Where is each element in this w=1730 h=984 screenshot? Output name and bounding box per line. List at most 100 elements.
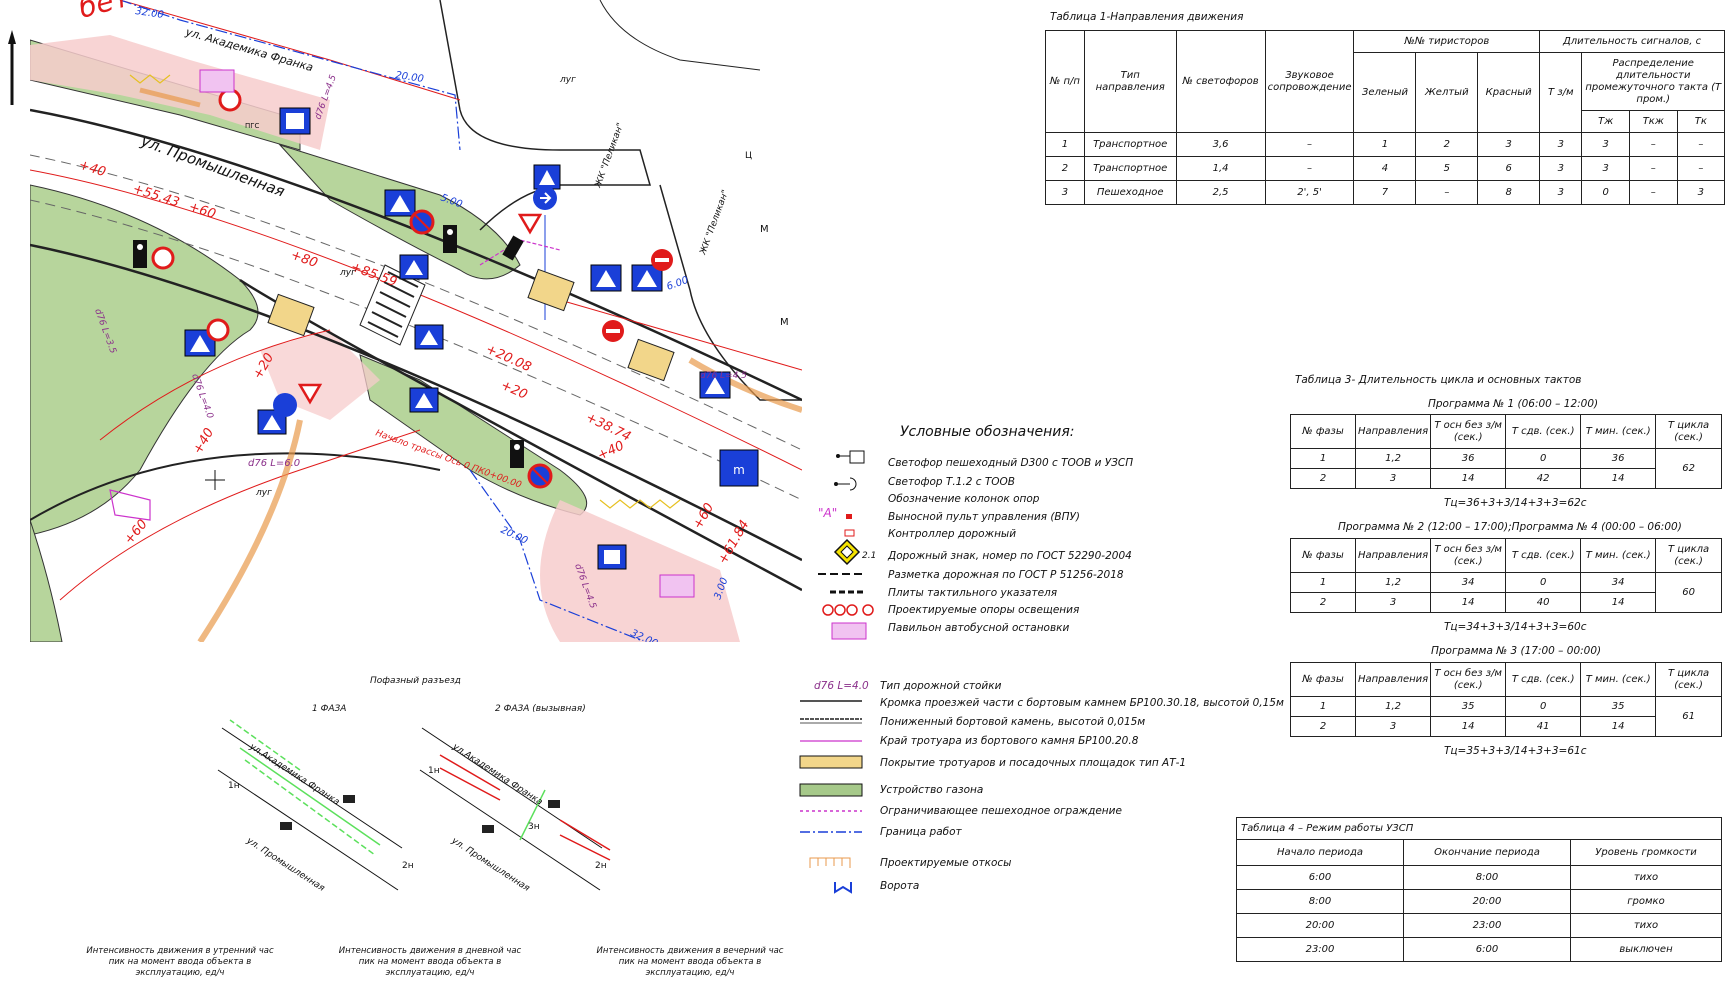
traffic-light-icon [443,225,457,253]
road-sign-icon [597,544,627,570]
legend-item: Проектируемые откосы [880,857,1012,869]
legend-item: Покрытие тротуаров и посадочных площадок… [880,757,1187,769]
round-sign-icon [206,318,230,342]
svg-text:d76 L=4.0: d76 L=4.0 [189,373,215,421]
work-boundary-top [119,0,461,151]
table4-uzsp-mode: Таблица 4 – Режим работы УЗСП Начало пер… [1236,817,1722,962]
svg-text:+60: +60 [187,200,218,223]
tactile-plates [267,268,675,382]
svg-text:d76 L=6.0: d76 L=6.0 [248,458,300,469]
ped-fence [479,239,561,266]
traffic-light-icon [133,240,147,268]
legend-item: Ограничивающее пешеходное ограждение [880,805,1122,817]
road-edge-north [30,108,802,402]
legend-item: Край тротуара из бортового камня БР100.2… [880,735,1139,747]
program-title: Программа № 3 (17:00 – 00:00) [1431,645,1602,657]
legend-item: Светофор пешеходный D300 с ТООВ и УЗСП [888,457,1134,469]
svg-text:+40: +40 [190,426,217,457]
legend-item: Обозначение колонок опор [888,493,1040,505]
lawn-bottom-left [30,519,63,642]
svg-text:ЖК "Пеликан": ЖК "Пеликан" [593,122,626,190]
intensity-evening: Интенсивность движения в вечерний час пи… [596,946,784,978]
bus-stop-sign-icon: m [719,449,759,487]
svg-text:d76 L=4.5: d76 L=4.5 [700,371,747,381]
slope-1 [197,419,303,642]
phase-1-title: 1 ФАЗА [312,704,347,714]
phase-title: Пофазный разъезд [370,676,461,686]
slope-3 [139,87,201,108]
svg-text:бет: бет [75,0,133,25]
svg-text:20.00: 20.00 [395,70,425,85]
road-sign-icon [399,254,429,280]
yield-sign-icon [517,213,543,235]
work-boundary-bottom [469,469,641,641]
svg-text:ПГС: ПГС [245,122,260,130]
red-line-4 [59,429,421,601]
red-line-1 [99,329,331,441]
svg-text:32.00: 32.00 [135,6,165,21]
red-line-2 [119,0,461,101]
intensity-morning: Интенсивность движения в утренний час пи… [86,946,274,978]
svg-text:m: m [733,463,745,477]
svg-text:луг: луг [255,488,272,498]
program-title: Программа № 1 (06:00 – 12:00) [1428,398,1599,410]
blue-circle-sign-icon [273,393,297,417]
gate-icon [834,882,852,894]
sidewalk-top-left [30,35,330,150]
no-stopping-sign-icon [409,209,435,235]
legend-item: Дорожный знак, номер по ГОСТ 52290-2004 [888,550,1132,562]
gate-icon [109,489,151,521]
table1-directions: № п/п Тип направления № светофоров Звуко… [1045,30,1726,205]
phase-diagram-1 [217,719,403,891]
legend-symbols [799,450,874,894]
svg-text:луг: луг [559,75,576,85]
bus-pavilion-icon [659,574,695,598]
side-road [439,0,651,231]
phase-2-title: 2 ФАЗА (вызывная) [495,704,586,714]
table3-caption: Таблица 3- Длительность цикла и основных… [1295,374,1582,386]
intensity-day: Интенсивность движения в дневной час пик… [338,946,522,978]
cycle-formula: Тц=34+3+3/14+3+3=60с [1444,621,1587,633]
zigzag [129,74,171,84]
svg-text:+40: +40 [77,158,108,181]
side-road-3 [659,184,802,401]
bus-pavilion-icon [199,69,235,93]
svg-text:+85.59: +85.59 [349,260,399,291]
slope-2 [688,357,802,413]
road-edge-south [30,243,802,562]
lawn-left [30,184,259,536]
traffic-light-icon [510,440,524,468]
svg-text:+55.43: +55.43 [131,182,181,211]
legend-stand-label: d76 L=4.0 [814,680,869,692]
table1-caption: Таблица 1-Направления движения [1050,11,1244,23]
svg-text:6.00: 6.00 [665,275,690,293]
north-arrow-icon [8,30,16,44]
side-road-2 [599,0,761,71]
svg-text:+38.74: +38.74 [583,410,633,445]
legend-a-label: "А" [818,506,838,520]
cycle-formula: Тц=36+3+3/14+3+3=62с [1444,497,1587,509]
sidewalk-bottom-right [540,500,740,642]
legend-item: Контроллер дорожный [888,528,1017,540]
road-sign-icon [533,164,561,190]
legend-item: Проектируемые опоры освещения [888,604,1080,616]
road-sign-icon [699,371,731,399]
legend-item: Светофор Т.1.2 с ТООВ [888,476,1015,488]
legend-item: Павильон автобусной остановки [888,622,1070,634]
svg-text:20.00: 20.00 [499,525,530,547]
road-sign-icon [184,329,216,357]
svg-text:луг: луг [339,268,356,278]
map-area: m бет ул. Академика Франка ул. Промышлен… [30,0,802,642]
